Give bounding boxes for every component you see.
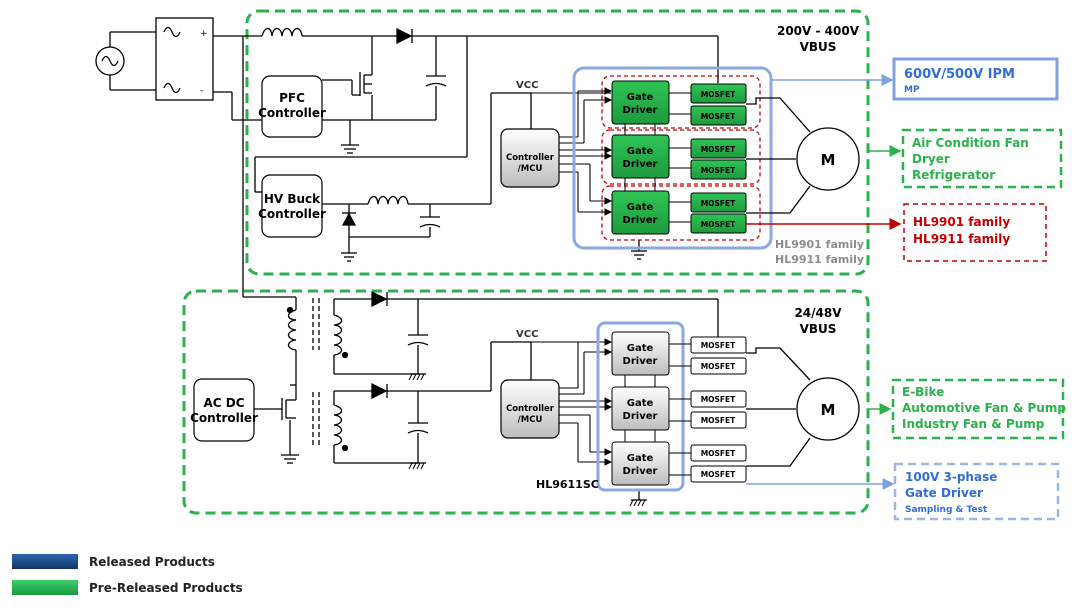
- pfc-controller: PFC Controller: [258, 75, 326, 138]
- svg-text:+: +: [200, 29, 208, 39]
- rectifier-block: + -: [155, 17, 214, 101]
- mcu-top: Controller /MCU: [500, 128, 560, 188]
- svg-text:Industry Fan & Pump: Industry Fan & Pump: [902, 417, 1045, 431]
- svg-text:Gate: Gate: [627, 343, 654, 354]
- svg-text:HV Buck: HV Buck: [264, 192, 321, 206]
- hv-buck-controller: HV Buck Controller: [258, 174, 326, 238]
- svg-text:Driver: Driver: [623, 466, 658, 477]
- vcc-label: VCC: [516, 80, 538, 91]
- top-family-label: HL9901 family: [775, 238, 864, 251]
- svg-text:Controller: Controller: [506, 153, 555, 163]
- bottom-bus-label: VBUS: [800, 322, 837, 336]
- svg-text:Driver: Driver: [623, 411, 658, 422]
- svg-text:600V/500V IPM: 600V/500V IPM: [904, 67, 1015, 82]
- svg-text:Controller: Controller: [258, 106, 326, 120]
- svg-text:MOSFET: MOSFET: [701, 145, 736, 154]
- svg-text:Refrigerator: Refrigerator: [912, 168, 995, 182]
- svg-text:Driver: Driver: [623, 215, 658, 226]
- vcc-label: VCC: [516, 329, 538, 340]
- svg-text:AC DC: AC DC: [203, 396, 244, 410]
- svg-text:Sampling & Test: Sampling & Test: [905, 505, 988, 515]
- legend-label-released: Released Products: [89, 555, 215, 569]
- svg-text:Air Condition Fan: Air Condition Fan: [912, 136, 1029, 150]
- svg-text:MOSFET: MOSFET: [701, 220, 736, 229]
- svg-text:Dryer: Dryer: [912, 152, 950, 166]
- bottom-chip-label: HL9611SC: [536, 478, 599, 491]
- legend-swatch-prereleased: [12, 580, 78, 595]
- ac-source: [95, 31, 156, 91]
- top-section-frame: [245, 9, 870, 276]
- top-wiring: [213, 27, 719, 297]
- svg-text:Controller: Controller: [190, 411, 258, 425]
- bottom-wiring: [243, 296, 719, 464]
- top-bus-label: VBUS: [800, 40, 837, 54]
- svg-text:Gate: Gate: [627, 146, 654, 157]
- svg-text:MOSFET: MOSFET: [701, 449, 736, 458]
- motor-bottom: [746, 347, 860, 467]
- svg-text:/MCU: /MCU: [518, 415, 543, 425]
- bottom-bus-label: 24/48V: [794, 306, 842, 320]
- mcu-bottom: Controller /MCU: [500, 379, 560, 439]
- svg-text:Gate: Gate: [627, 398, 654, 409]
- svg-text:HL9911 family: HL9911 family: [913, 232, 1010, 246]
- families-callout: HL9901 family HL9911 family: [903, 203, 1047, 262]
- svg-text:Gate: Gate: [627, 453, 654, 464]
- ipm-callout: 600V/500V IPM MP: [892, 57, 1059, 101]
- svg-text:Automotive Fan & Pump: Automotive Fan & Pump: [902, 401, 1066, 415]
- svg-text:/MCU: /MCU: [518, 164, 543, 174]
- svg-text:E-Bike: E-Bike: [902, 385, 944, 399]
- svg-text:HL9901 family: HL9901 family: [913, 215, 1010, 229]
- top-family-label: HL9911 family: [775, 253, 864, 266]
- top-bus-label: 200V - 400V: [777, 24, 860, 38]
- legend-label-prereleased: Pre-Released Products: [89, 581, 243, 595]
- motor-top: [746, 97, 860, 214]
- hl9611-module-frame: [596, 321, 685, 492]
- svg-text:PFC: PFC: [279, 91, 305, 105]
- svg-text:MOSFET: MOSFET: [701, 341, 736, 350]
- motor-label: M: [821, 401, 836, 419]
- legend-swatch-released: [12, 554, 78, 569]
- svg-text:MOSFET: MOSFET: [701, 112, 736, 121]
- bottom-section-frame: [182, 289, 870, 515]
- legend: Released Products Pre-Released Products: [12, 554, 243, 595]
- svg-text:Gate Driver: Gate Driver: [905, 486, 983, 500]
- svg-text:Controller: Controller: [258, 207, 326, 221]
- svg-text:MOSFET: MOSFET: [701, 166, 736, 175]
- motor-label: M: [821, 151, 836, 169]
- top-apps-callout: Air Condition Fan Dryer Refrigerator: [901, 128, 1063, 189]
- svg-text:MOSFET: MOSFET: [701, 362, 736, 371]
- svg-text:Controller: Controller: [506, 404, 555, 414]
- svg-text:MOSFET: MOSFET: [701, 199, 736, 208]
- svg-text:MOSFET: MOSFET: [701, 90, 736, 99]
- svg-text:MP: MP: [904, 85, 920, 95]
- svg-text:-: -: [200, 86, 203, 96]
- svg-text:Gate: Gate: [627, 202, 654, 213]
- svg-text:Driver: Driver: [623, 159, 658, 170]
- svg-text:Driver: Driver: [623, 105, 658, 116]
- top-components: [341, 27, 647, 262]
- hl9901-module-frame: [572, 66, 773, 250]
- gate3-callout: 100V 3-phase Gate Driver Sampling & Test: [893, 462, 1060, 521]
- svg-text:MOSFET: MOSFET: [701, 395, 736, 404]
- acdc-controller: AC DC Controller: [190, 378, 258, 442]
- svg-text:MOSFET: MOSFET: [701, 470, 736, 479]
- svg-text:Gate: Gate: [627, 92, 654, 103]
- bottom-apps-callout: E-Bike Automotive Fan & Pump Industry Fa…: [891, 378, 1066, 440]
- svg-text:100V 3-phase: 100V 3-phase: [905, 470, 997, 484]
- svg-text:Driver: Driver: [623, 356, 658, 367]
- transformer: [278, 290, 647, 507]
- svg-text:MOSFET: MOSFET: [701, 416, 736, 425]
